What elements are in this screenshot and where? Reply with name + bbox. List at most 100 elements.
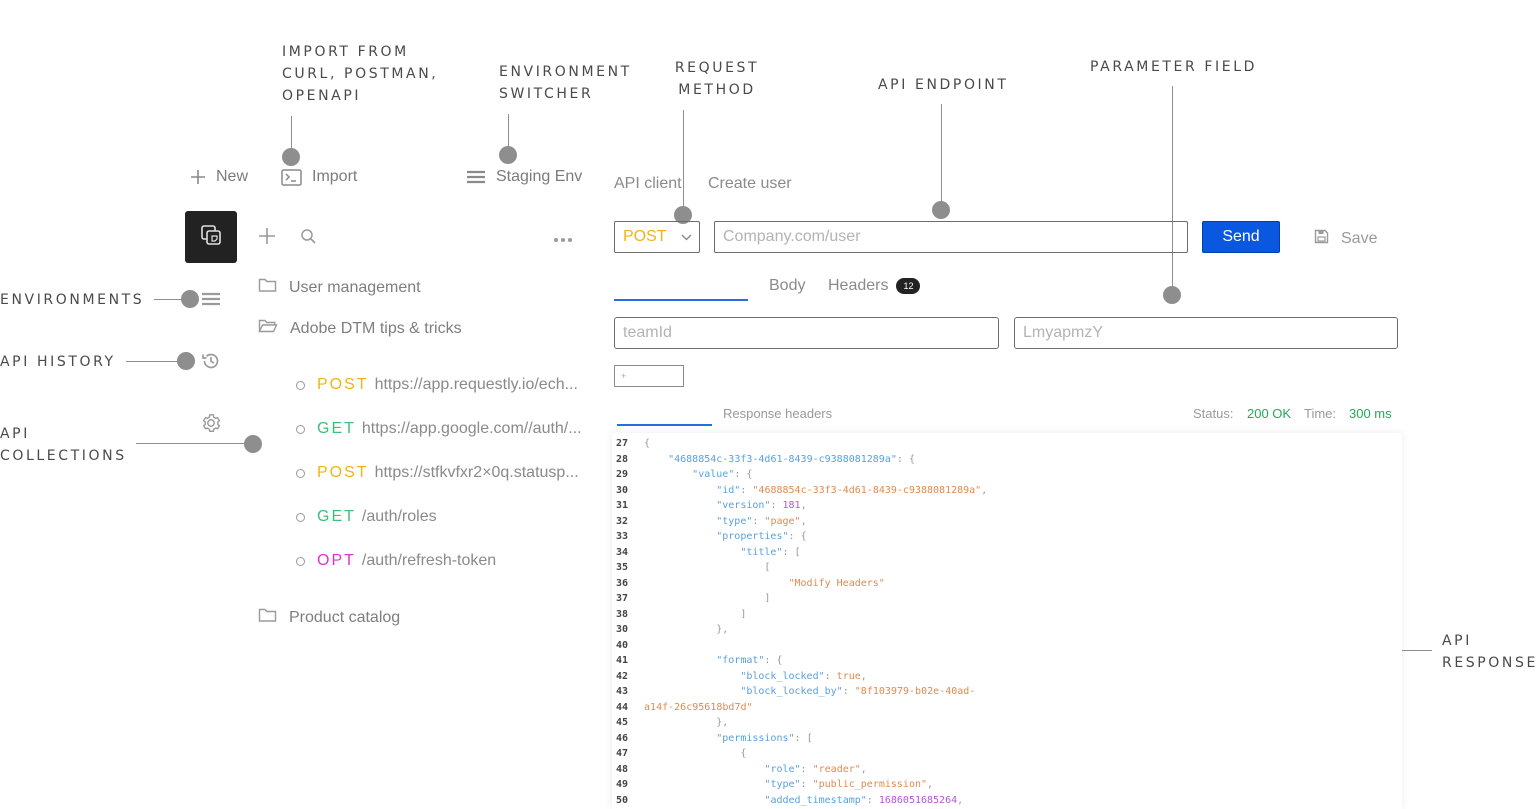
code-line: 32 "type": "page", [612, 514, 807, 530]
code-line: 50 "added_timestamp": 1686051685264, [612, 793, 963, 809]
folder-open-icon [258, 318, 278, 339]
chevron-down-icon [681, 228, 692, 246]
param-key-input[interactable]: teamId [614, 317, 999, 349]
code-line: 43 "block_locked_by": "8f103979-b02e-40a… [612, 684, 975, 700]
more-options-button[interactable] [553, 231, 573, 249]
save-label: Save [1341, 230, 1378, 247]
tab-headers-label: Headers [828, 277, 889, 294]
new-button[interactable]: New [190, 168, 248, 186]
line-number: 40 [616, 639, 629, 651]
request-item[interactable]: POST https://stfkvfxr2×0q.statusp... [296, 464, 579, 482]
active-tab-indicator [614, 299, 748, 301]
new-label: New [216, 168, 249, 185]
response-active-tab-indicator [617, 424, 712, 426]
folder-adobe-dtm[interactable]: Adobe DTM tips & tricks [258, 318, 462, 339]
collections-icon [200, 224, 222, 251]
more-icon [553, 231, 573, 249]
code-line: 47 { [612, 746, 746, 762]
code-text: "value": { [692, 469, 753, 480]
line-number: 30 [616, 624, 629, 635]
request-item[interactable]: POST https://app.requestly.io/ech... [296, 376, 578, 394]
settings-button[interactable] [200, 412, 222, 439]
search-button[interactable] [300, 228, 317, 250]
line-number: 49 [616, 779, 629, 790]
breadcrumb-root[interactable]: API client [614, 175, 682, 192]
history-button[interactable] [201, 351, 221, 376]
import-label: Import [312, 168, 358, 185]
request-item[interactable]: GET /auth/roles [296, 508, 437, 526]
method-select[interactable]: POST [614, 221, 700, 253]
tab-body[interactable]: Body [769, 277, 806, 294]
annotation-dot [244, 435, 262, 453]
line-number: 30 [616, 484, 629, 496]
code-text: "id": "4688854c-33f3-4d61-8439-c93880812… [716, 484, 988, 496]
param-value-input[interactable]: LmyapmzY [1014, 317, 1398, 349]
line-number: 37 [616, 593, 629, 604]
code-line: 27{ [612, 436, 650, 452]
line-number: 33 [616, 531, 629, 542]
request-bullet-icon [296, 468, 305, 478]
annotation-environments: ENVIRONMENTS [0, 292, 145, 308]
code-line: 33 "properties": { [612, 529, 807, 545]
code-text: ] [740, 608, 747, 620]
annotation-line [154, 299, 190, 300]
code-text: [ [764, 562, 771, 573]
search-icon [300, 228, 317, 250]
import-button[interactable]: Import [281, 168, 357, 186]
annotation-dot [181, 290, 199, 308]
request-item[interactable]: GET https://app.google.com//auth/... [296, 420, 582, 438]
environment-switcher[interactable]: Staging Env [466, 168, 582, 186]
line-number: 44 [616, 701, 629, 713]
add-collection-button[interactable] [258, 227, 276, 250]
environments-icon [466, 169, 486, 185]
code-text: "role": "reader", [764, 763, 867, 775]
code-text: "permissions": [ [716, 732, 813, 744]
add-param-button[interactable]: + [614, 365, 684, 387]
code-text: "added_timestamp": 1686051685264, [764, 794, 964, 806]
annotation-api-collections: API COLLECTIONS [0, 426, 127, 464]
request-bullet-icon [296, 556, 305, 566]
request-bullet-icon [296, 424, 305, 434]
line-number: 27 [616, 438, 629, 449]
folder-label: Adobe DTM tips & tricks [290, 319, 462, 337]
annotation-dot [932, 201, 950, 219]
line-number: 42 [616, 670, 629, 682]
code-text: "block_locked_by": "8f103979-b02e-40ad- [740, 686, 976, 697]
send-button[interactable]: Send [1202, 221, 1280, 253]
tab-response-headers[interactable]: Response headers [723, 406, 833, 421]
code-line: 38 ] [612, 607, 746, 623]
param-value-value: LmyapmzY [1023, 324, 1104, 341]
line-number: 46 [616, 732, 629, 744]
request-method: OPT [317, 552, 356, 569]
annotation-dot [674, 206, 692, 224]
collections-tab[interactable] [185, 211, 237, 263]
folder-label: User management [289, 278, 421, 296]
url-input[interactable]: Company.com/user [714, 221, 1188, 253]
folder-product-catalog[interactable]: Product catalog [258, 607, 400, 628]
time-label: Time: [1304, 406, 1337, 421]
save-button[interactable]: Save [1314, 229, 1377, 249]
line-number: 43 [616, 686, 629, 697]
send-label: Send [1222, 228, 1260, 245]
annotation-dot [1163, 286, 1181, 304]
gear-icon [200, 412, 222, 439]
folder-icon [258, 607, 277, 628]
environment-label: Staging Env [496, 168, 583, 185]
annotation-line [126, 361, 186, 362]
code-text: ] [764, 593, 771, 604]
annotation-line [941, 104, 942, 210]
response-body[interactable]: 27{28 "4688854c-33f3-4d61-8439-c93880812… [612, 433, 1402, 809]
annotation-environment-switcher: ENVIRONMENT SWITCHER [499, 64, 632, 102]
annotation-request-method: REQUEST METHOD [674, 60, 760, 98]
code-text: "type": "page", [716, 515, 807, 527]
code-text: "block_locked": true, [740, 670, 867, 682]
folder-user-management[interactable]: User management [258, 277, 421, 298]
environments-button[interactable] [201, 291, 221, 312]
request-item[interactable]: OPT /auth/refresh-token [296, 552, 496, 570]
param-key-value: teamId [623, 324, 672, 341]
annotation-line [291, 116, 292, 156]
request-method: POST [317, 464, 369, 481]
code-line: 46 "permissions": [ [612, 731, 813, 747]
annotation-import-from: IMPORT FROM cURL, Postman, OpenAPI [282, 44, 439, 104]
